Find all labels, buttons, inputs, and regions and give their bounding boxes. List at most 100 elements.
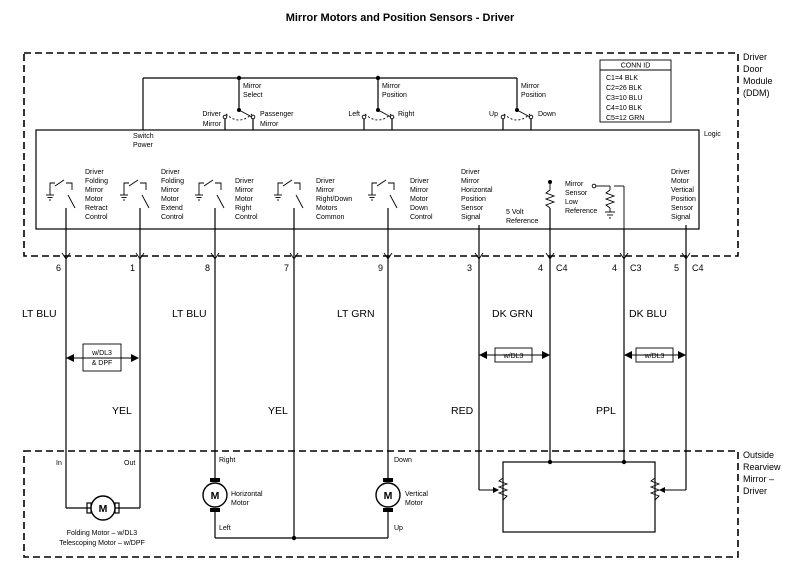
svg-text:6: 6: [56, 263, 61, 273]
ddm-label: Driver Door Module (DDM): [743, 52, 773, 98]
svg-text:Folding: Folding: [161, 178, 184, 185]
svg-text:Mirror: Mirror: [243, 83, 262, 90]
svg-text:Retract: Retract: [85, 205, 108, 212]
svg-text:LT BLU: LT BLU: [22, 308, 57, 320]
svg-text:Low: Low: [565, 199, 579, 206]
svg-text:Door: Door: [743, 64, 763, 74]
circuit-5v-reference: 5 Volt Reference: [506, 180, 556, 229]
mirror-position-ud-switch: Mirror Position Up Down: [489, 83, 556, 130]
svg-text:DK BLU: DK BLU: [629, 308, 667, 320]
svg-text:4: 4: [538, 263, 543, 273]
svg-text:Signal: Signal: [461, 214, 481, 221]
circuit-right-down-common: Driver Mirror Right/Down Motors Common: [274, 178, 352, 229]
svg-text:C4=10 BLK: C4=10 BLK: [606, 105, 642, 112]
svg-text:Motor: Motor: [405, 500, 424, 507]
svg-text:Right: Right: [398, 111, 414, 118]
svg-text:Driver: Driver: [743, 486, 767, 496]
svg-text:w/DL3: w/DL3: [644, 353, 665, 360]
svg-text:Passenger: Passenger: [260, 111, 294, 118]
svg-text:DK GRN: DK GRN: [492, 308, 533, 320]
svg-text:Outside: Outside: [743, 450, 774, 460]
svg-text:Vertical: Vertical: [405, 491, 428, 498]
circuit-folding-retract: Driver Folding Mirror Motor Retract Cont…: [46, 169, 108, 229]
option-folding: w/DL3 & DPF: [66, 343, 139, 372]
svg-text:Power: Power: [133, 142, 154, 149]
svg-text:C2=26 BLK: C2=26 BLK: [606, 85, 642, 92]
svg-text:& DPF: & DPF: [92, 360, 113, 367]
svg-text:Reference: Reference: [565, 208, 597, 215]
svg-text:Driver: Driver: [316, 178, 335, 185]
svg-text:Down: Down: [410, 205, 428, 212]
svg-text:Motor: Motor: [235, 196, 254, 203]
svg-text:Mirror: Mirror: [85, 187, 104, 194]
svg-text:C4: C4: [556, 263, 568, 273]
mirror-position-lr-switch: Mirror Position Left Right: [348, 83, 414, 130]
svg-text:YEL: YEL: [112, 405, 132, 417]
svg-text:Rearview: Rearview: [743, 462, 781, 472]
svg-text:Mirror –: Mirror –: [743, 474, 774, 484]
svg-text:C3=10 BLU: C3=10 BLU: [606, 95, 642, 102]
svg-text:Sensor: Sensor: [461, 205, 484, 212]
svg-text:Mirror: Mirror: [235, 187, 254, 194]
svg-text:9: 9: [378, 263, 383, 273]
svg-text:Mirror: Mirror: [161, 187, 180, 194]
svg-text:C1=4 BLK: C1=4 BLK: [606, 75, 638, 82]
svg-text:Position: Position: [382, 92, 407, 99]
folding-motor-icon: [90, 495, 116, 521]
logic-block: [35, 129, 700, 230]
svg-text:1: 1: [130, 263, 135, 273]
position-sensors: [479, 459, 686, 533]
circuit-folding-extend: Driver Folding Mirror Motor Extend Contr…: [120, 169, 184, 229]
svg-text:Vertical: Vertical: [671, 187, 694, 194]
svg-text:Left: Left: [219, 525, 231, 532]
svg-text:M: M: [99, 503, 108, 515]
horizontal-motor-icon: [202, 482, 228, 508]
svg-text:3: 3: [467, 263, 472, 273]
svg-text:Mirror: Mirror: [382, 83, 401, 90]
svg-text:Motor: Motor: [671, 178, 690, 185]
svg-text:Down: Down: [394, 457, 412, 464]
switch-power-bus: Switch Power: [133, 75, 518, 149]
conn-id-table: CONN ID C1=4 BLK C2=26 BLK C3=10 BLU C4=…: [599, 59, 672, 123]
svg-text:M: M: [384, 490, 393, 502]
svg-text:Up: Up: [394, 525, 403, 532]
orm-label: Outside Rearview Mirror – Driver: [743, 450, 781, 496]
svg-text:4: 4: [612, 263, 617, 273]
svg-text:Module: Module: [743, 76, 773, 86]
svg-text:5 Volt: 5 Volt: [506, 209, 524, 216]
svg-text:(DDM): (DDM): [743, 88, 770, 98]
svg-text:C5=12 GRN: C5=12 GRN: [606, 115, 644, 122]
svg-text:Driver: Driver: [161, 169, 180, 176]
circuit-right-control: Driver Mirror Motor Right Control: [195, 178, 258, 229]
svg-text:w/DL3: w/DL3: [503, 353, 524, 360]
svg-text:Reference: Reference: [506, 218, 538, 225]
svg-text:Motors: Motors: [316, 205, 338, 212]
svg-text:Driver: Driver: [202, 111, 221, 118]
orm-boundary: [23, 450, 739, 558]
svg-text:Horizontal: Horizontal: [461, 187, 493, 194]
svg-text:M: M: [211, 490, 220, 502]
svg-text:Mirror: Mirror: [203, 121, 222, 128]
svg-text:Folding Motor – w/DL3: Folding Motor – w/DL3: [67, 530, 138, 537]
svg-text:Folding: Folding: [85, 178, 108, 185]
svg-text:Motor: Motor: [231, 500, 250, 507]
svg-text:In: In: [56, 460, 62, 467]
circuit-sensor-low-reference: Mirror Sensor Low Reference: [565, 181, 625, 229]
horizontal-motor: Right M Horizontal Motor Left: [202, 457, 388, 541]
svg-text:8: 8: [205, 263, 210, 273]
svg-text:PPL: PPL: [596, 405, 616, 417]
svg-text:Control: Control: [161, 214, 184, 221]
svg-text:Motor: Motor: [161, 196, 180, 203]
svg-text:5: 5: [674, 263, 679, 273]
svg-text:Mirror: Mirror: [461, 178, 480, 185]
svg-text:LT BLU: LT BLU: [172, 308, 207, 320]
svg-text:Driver: Driver: [235, 178, 254, 185]
harness-wires: [65, 229, 687, 538]
svg-text:Driver: Driver: [85, 169, 104, 176]
logic-label: Logic: [704, 131, 721, 138]
svg-text:Control: Control: [410, 214, 433, 221]
svg-text:Up: Up: [489, 111, 498, 118]
